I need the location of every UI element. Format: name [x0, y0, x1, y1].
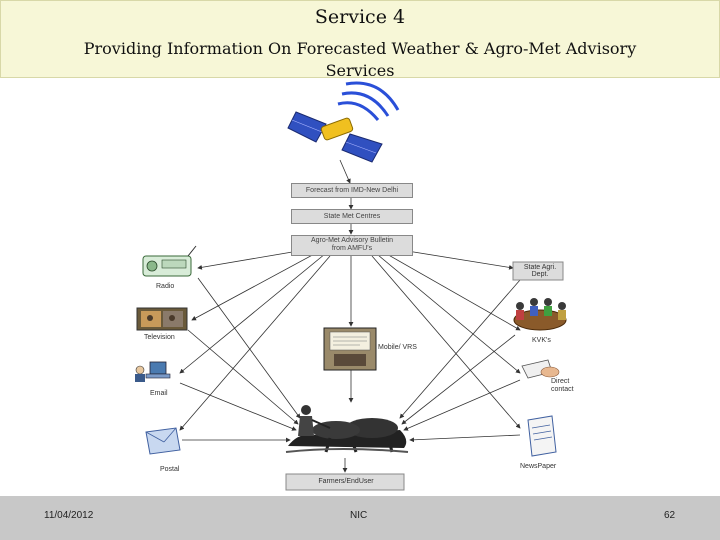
connector-radio-farmer: [197, 277, 301, 419]
subtitle-line-2: Services: [325, 61, 395, 80]
connector-kvk-farmer: [401, 334, 516, 425]
kvk-meeting-icon: [513, 298, 567, 331]
slide-title: Service 4: [314, 6, 406, 28]
connector-tv-farmer: [187, 329, 299, 425]
state-met-box: State Met Centres: [291, 209, 413, 224]
advisory-line-1: Agro-Met Advisory Bulletin: [310, 237, 394, 244]
direct-line-1: Direct: [551, 378, 570, 385]
direct-contact-label: Direct contact: [551, 378, 574, 394]
newspaper-icon: [527, 415, 557, 457]
newspaper-label: NewsPaper: [520, 463, 557, 470]
television-label: Television: [144, 334, 175, 341]
mobile-label: Mobile/ VRS: [378, 344, 417, 351]
connector-advisory-tv: [191, 251, 319, 321]
connector-direct-farmer: [403, 379, 521, 431]
connector-advisory-postal: [179, 255, 331, 431]
kvk-label: KVK's: [532, 337, 551, 344]
forecast-box: Forecast from IMD-New Delhi: [291, 183, 413, 198]
connector-advisory-email: [179, 253, 326, 374]
connector-newspaper-farmer: [409, 434, 521, 443]
title-banner: [0, 0, 720, 78]
email-icon: [135, 361, 171, 382]
state-agri-line-2: Dept.: [531, 271, 549, 278]
radio-icon: [142, 245, 197, 277]
postal-label: Postal: [160, 466, 180, 473]
radio-label: Radio: [156, 283, 175, 290]
slide-footer: 11/04/2012 NIC 62: [0, 496, 720, 540]
mobile-phone-icon: [323, 327, 377, 371]
state-agri-line-1: State Agri.: [523, 264, 557, 271]
email-label: Email: [150, 390, 168, 397]
advisory-box: Agro-Met Advisory Bulletin from AMFU's: [291, 235, 413, 256]
farmer-plough-icon: [285, 405, 409, 453]
subtitle-line-1: Providing Information On Forecasted Weat…: [83, 39, 637, 58]
satellite-icon: [287, 81, 400, 163]
connector-advisory-newspaper: [371, 255, 521, 429]
connector-advisory-stateagri: [394, 248, 514, 270]
connector-stateagri-farmer: [399, 279, 521, 419]
state-agri-label: State Agri. Dept.: [520, 264, 560, 278]
connector-advisory-direct: [377, 254, 521, 374]
footer-page-number: 62: [664, 510, 676, 521]
television-icon: [136, 307, 188, 331]
footer-date: 11/04/2012: [44, 510, 94, 521]
handshake-icon: [521, 359, 560, 379]
direct-line-2: contact: [551, 386, 574, 393]
farmers-enduser-box: [285, 473, 405, 491]
connector-advisory-kvk: [384, 252, 521, 331]
postal-envelope-icon: [145, 427, 181, 455]
connector-email-farmer: [179, 382, 297, 431]
farmers-enduser-label: Farmers/EndUser: [318, 478, 374, 485]
slide-subtitle: Providing Information On Forecasted Weat…: [0, 38, 720, 82]
connector-sat-forecast: [339, 159, 351, 184]
state-agri-box: [512, 261, 564, 281]
footer-organization: NIC: [350, 510, 368, 521]
advisory-line-2: from AMFU's: [331, 245, 373, 252]
